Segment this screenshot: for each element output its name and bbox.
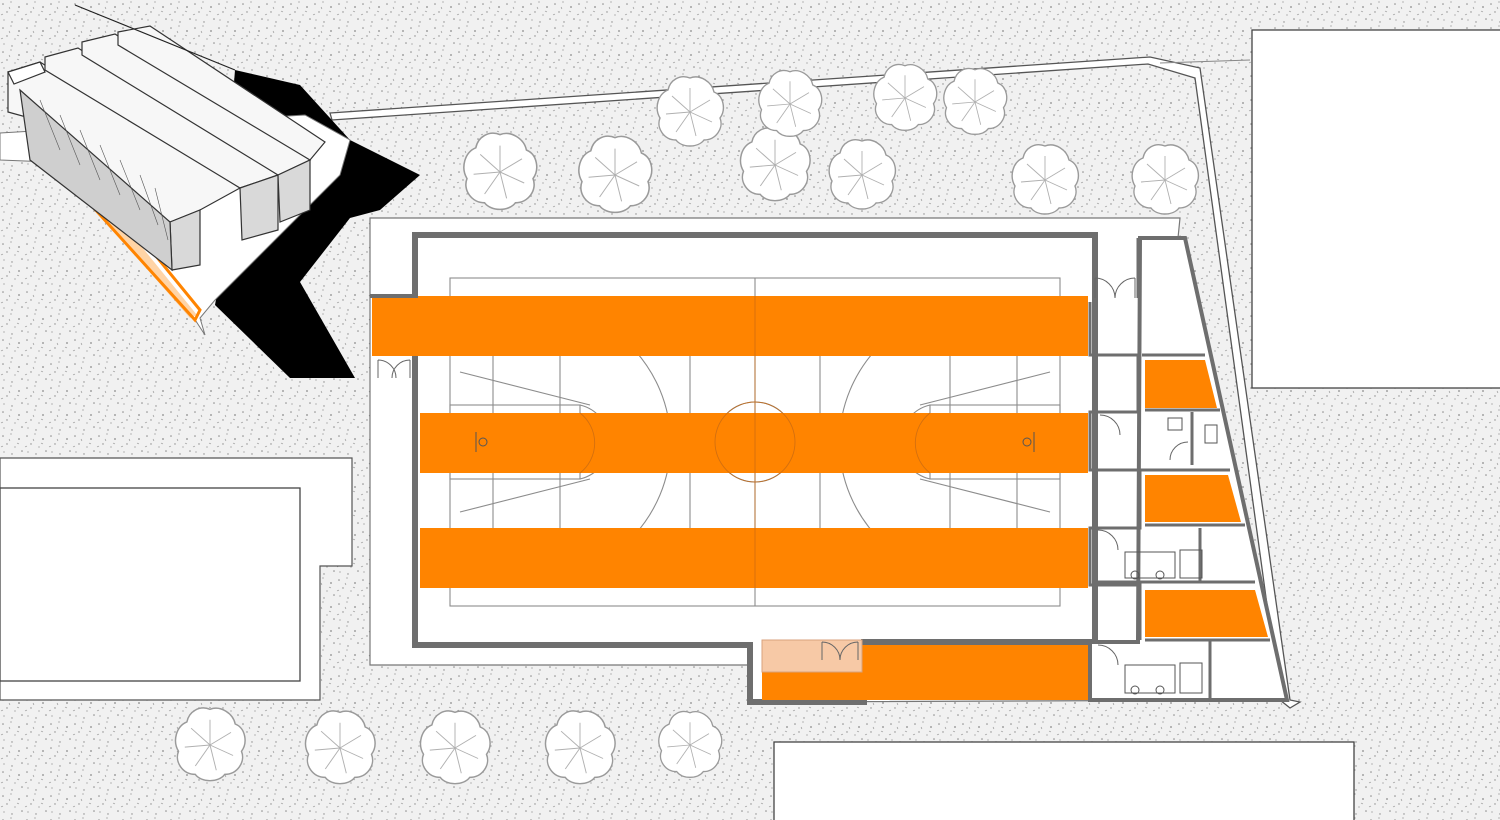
- door-swing-icon: [1099, 414, 1121, 436]
- roof-band-3: [420, 528, 1088, 588]
- door-swing-icon: [1097, 644, 1119, 666]
- annex-room-1: [1145, 360, 1217, 408]
- annex-room-2: [1145, 475, 1241, 522]
- door-swing-icon: [821, 641, 859, 661]
- axonometric-facade-lines: [39, 99, 169, 241]
- basketball-hoop-icon: [478, 437, 488, 447]
- door-swing-icons: [377, 277, 1189, 666]
- axonometric-site-line: [74, 4, 236, 71]
- hoop-icons: [475, 432, 1035, 452]
- neighbour-building-ne: [1251, 29, 1500, 389]
- entrance-canopy: [761, 639, 863, 673]
- sanitary-fixtures: [1124, 417, 1218, 695]
- court-lines-overlay: [579, 296, 931, 588]
- basketball-hoop-icon: [1022, 437, 1032, 447]
- boundary-wall-north: [329, 56, 1302, 709]
- axonometric-roof-bars: [7, 25, 326, 272]
- axonometric-inset: [0, 4, 420, 378]
- roof-band-2: [420, 413, 1088, 473]
- roof-bands: [372, 296, 1088, 700]
- neighbour-building-se: [773, 741, 1355, 820]
- neighbour-building-west-inner: [0, 487, 301, 682]
- site-line: [1159, 59, 1251, 64]
- annex-orange-rooms: [1145, 360, 1268, 637]
- annex-room-3: [1145, 590, 1268, 637]
- door-swing-icon: [377, 359, 411, 379]
- door-swing-icon: [1097, 529, 1119, 551]
- annex-partitions: [1088, 238, 1270, 700]
- door-swing-icon: [1169, 441, 1189, 461]
- door-swing-icon: [1094, 277, 1136, 299]
- roof-band-1: [372, 296, 1088, 356]
- west-entrance: [370, 294, 418, 298]
